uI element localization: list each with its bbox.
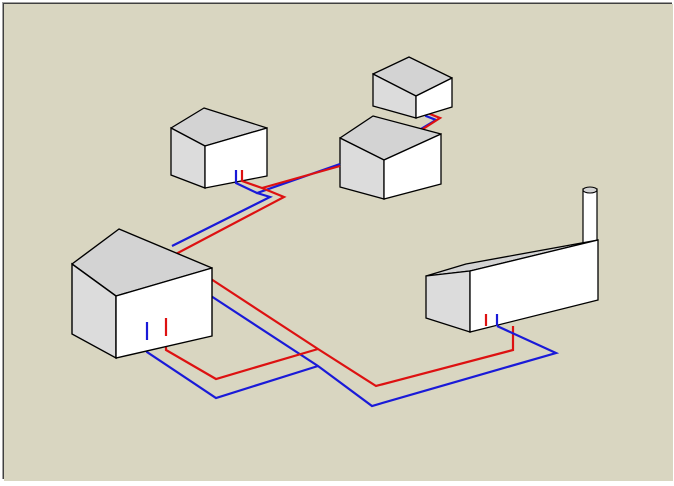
frame-edge-left-dark <box>3 3 4 479</box>
house-small-back-side-wall <box>415 76 453 119</box>
house-medium-left <box>170 107 268 189</box>
scene-canvas[interactable] <box>4 4 673 481</box>
house-medium-right-side-wall <box>383 132 442 200</box>
house-large <box>71 228 213 360</box>
frame-edge-top-dark <box>3 3 672 4</box>
factory-building <box>425 186 599 333</box>
house-medium-right <box>339 115 442 200</box>
house-large-side-wall <box>115 267 213 359</box>
house-medium-left-side-wall <box>204 127 268 189</box>
chimney-top <box>582 186 598 194</box>
frame-bevel-left <box>0 0 2 481</box>
factory-side-wall <box>469 239 599 333</box>
house-small-back <box>372 56 453 119</box>
pipe-segment-upper-network <box>171 162 341 256</box>
pipe-stubs <box>145 314 499 340</box>
frame-edge-top <box>2 2 672 3</box>
chimney <box>582 188 598 245</box>
frame-bevel-top <box>0 0 674 2</box>
frame-edge-left <box>2 2 3 479</box>
model-viewport[interactable] <box>4 4 673 481</box>
